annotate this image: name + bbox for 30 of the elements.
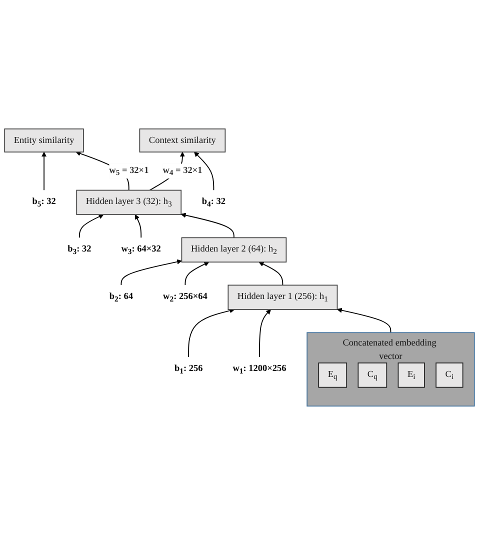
node-box: Hidden layer 1 (256): h$_{1}$ — [228, 284, 338, 310]
node-text: b$_{2}$: 64 — [109, 292, 134, 304]
node-text: b$_{3}$: 32 — [68, 244, 92, 256]
edge-label: w$_{4}$ = 32×1 — [162, 165, 202, 177]
node-box: C$_{q}$ — [358, 362, 388, 388]
arrow — [259, 309, 272, 358]
arrow — [194, 152, 214, 191]
node-box: Context similarity — [139, 128, 226, 152]
node-box: Hidden layer 2 (64): h$_{2}$ — [181, 237, 287, 262]
node-box: C$_{i}$ — [436, 362, 464, 388]
arrow — [180, 212, 234, 238]
arrow — [120, 259, 182, 286]
arrow — [337, 308, 392, 334]
edge-label: w$_{5}$ = 32×1 — [109, 165, 149, 177]
node-text: w$_{2}$: 256×64 — [163, 292, 208, 304]
node-box: Hidden layer 3 (32): h$_{3}$ — [76, 190, 182, 216]
node-text: w$_{3}$: 64×32 — [121, 244, 161, 256]
arrow — [188, 308, 235, 358]
node-text: b$_{1}$: 256 — [174, 364, 203, 376]
arrow — [184, 262, 210, 286]
node-text: b$_{4}$: 32 — [202, 196, 226, 208]
arrow — [78, 214, 104, 238]
arrow — [134, 214, 142, 238]
node-box: E$_{i}$ — [398, 362, 425, 388]
node-text: w$_{1}$: 1200×256 — [232, 364, 286, 376]
arrow — [41, 152, 47, 191]
node-box: Entity similarity — [4, 128, 84, 152]
node-text: b$_{5}$: 32 — [32, 196, 56, 208]
node-box: E$_{q}$ — [318, 362, 348, 388]
arrow — [258, 262, 284, 286]
